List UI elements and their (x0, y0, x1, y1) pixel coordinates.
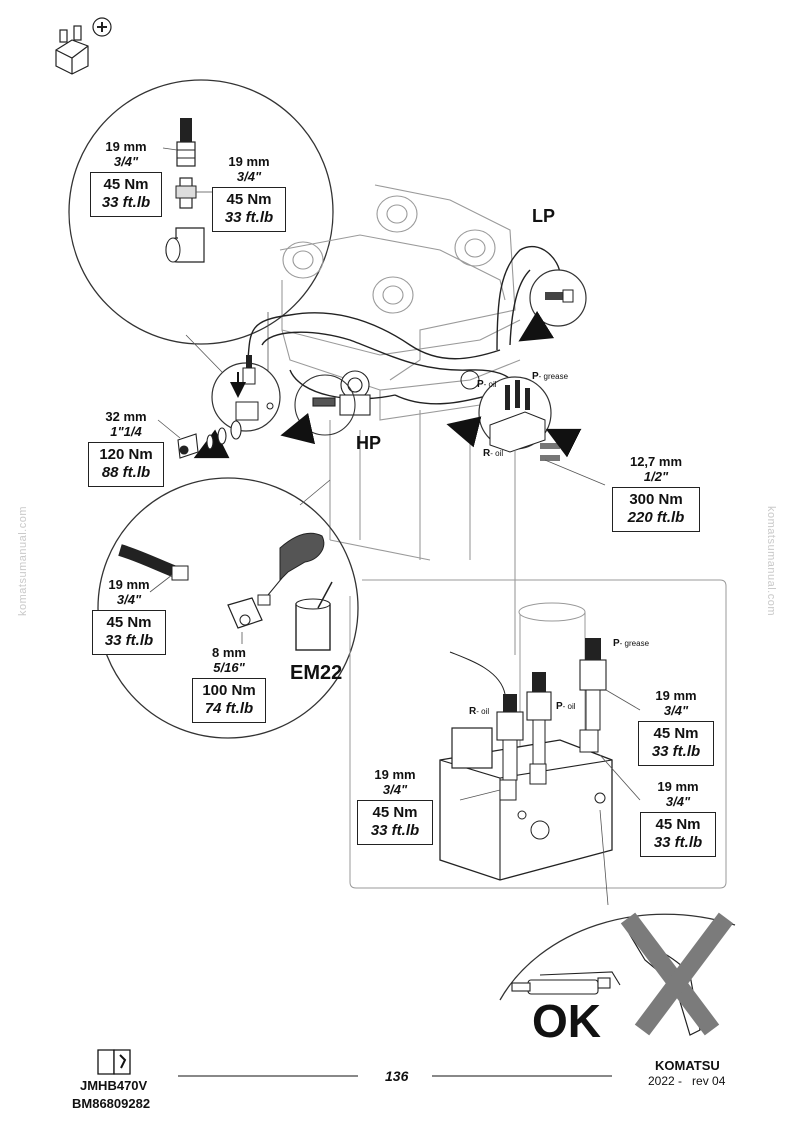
detail-circle-hp-port (211, 355, 281, 432)
distributor-block-overview (460, 370, 560, 461)
document-code: BM86809282 (72, 1096, 151, 1111)
watermark-right: komatsumanual.com (765, 506, 777, 616)
port-r-oil-detail: R- oil (469, 706, 490, 717)
lever-grease-gun-crossed (620, 912, 734, 1036)
detail-circle-fittings (68, 79, 334, 345)
watermark-left: komatsumanual.com (17, 506, 29, 616)
hp-label: HP (356, 433, 382, 453)
hammer-bracket-illustration (279, 184, 521, 561)
section-icon (55, 17, 112, 75)
model-code: JMHB470V (80, 1078, 148, 1093)
brand-name: KOMATSU (655, 1058, 720, 1073)
distributor-detail-frame (349, 579, 727, 906)
ok-label: OK (532, 995, 601, 1047)
revision-text: 2022 - rev 04 (648, 1074, 726, 1088)
detail-circle-em22 (97, 477, 359, 739)
port-p-oil-top: P- oil (477, 379, 497, 390)
port-r-oil-top: R- oil (483, 448, 504, 459)
manual-book-icon (97, 1049, 131, 1075)
plug-fitting (157, 419, 242, 459)
port-p-grease-top: P- grease (532, 371, 569, 382)
em22-label: EM22 (290, 662, 343, 684)
hp-valve-unit (294, 370, 371, 436)
direction-arrows (193, 310, 582, 459)
grease-gun-ok-not-ok (499, 912, 736, 1036)
port-p-oil-detail: P- oil (556, 701, 576, 712)
port-p-grease-detail: P- grease (613, 638, 650, 649)
grease-gun-icon (511, 971, 621, 995)
page-number: 136 (385, 1068, 409, 1084)
lp-label: LP (532, 206, 556, 226)
detail-circle-lp-port (529, 269, 587, 327)
